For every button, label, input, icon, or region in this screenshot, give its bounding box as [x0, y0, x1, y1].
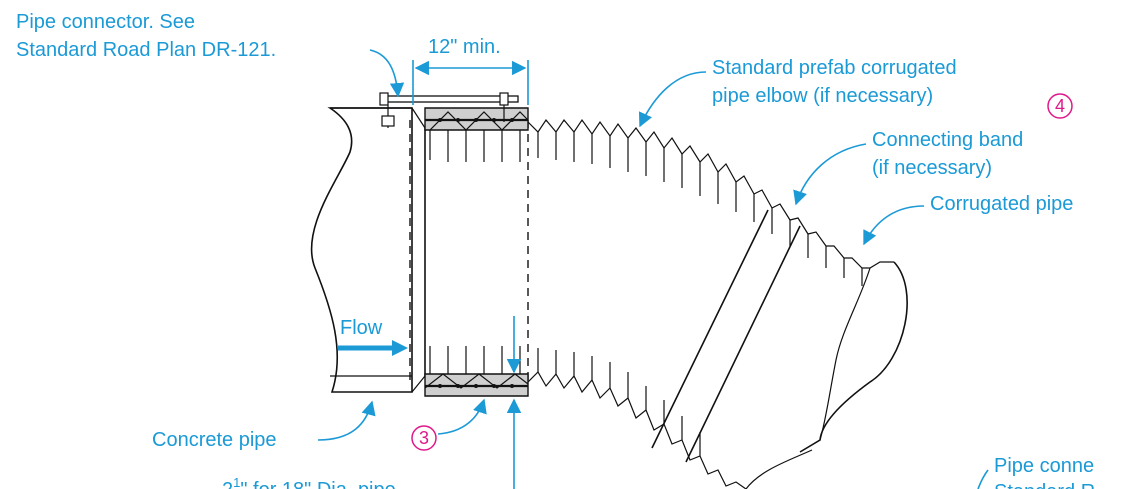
elbow-label-line2: pipe elbow (if necessary)	[712, 85, 933, 107]
connecting-band-leader	[793, 143, 867, 206]
concrete-pipe	[310, 107, 426, 393]
concrete-pipe-leader	[317, 400, 376, 441]
callout-3: 3	[411, 398, 487, 451]
flow-arrow-icon	[392, 340, 408, 356]
callout-4-number: 4	[1055, 96, 1065, 116]
bottom-dim-suffix: " for 18" Dia. pipe	[240, 479, 395, 489]
connecting-band-label-line1: Connecting band	[872, 129, 1023, 151]
callout-3-number: 3	[419, 428, 429, 448]
standard-right-label: Standard R	[994, 481, 1095, 489]
right-leader	[977, 469, 989, 489]
elbow-label-line1: Standard prefab corrugated	[712, 57, 957, 79]
elbow-leader	[638, 71, 707, 128]
bottom-connector	[424, 373, 529, 397]
bottom-dim-frac: 1	[233, 475, 240, 489]
pipe-connector-label-line2: Standard Road Plan DR-121.	[16, 39, 276, 61]
bottom-dim-prefix: 2	[222, 479, 233, 489]
dimension-12-min: 12" min.	[412, 36, 529, 105]
corrugated-elbow	[429, 118, 908, 489]
concrete-pipe-label: Concrete pipe	[152, 429, 277, 451]
corrugated-pipe-leader	[863, 205, 925, 246]
dimension-12-min-label: 12" min.	[428, 36, 501, 58]
callout-4: 4	[1047, 93, 1073, 119]
pipe-connector-right-label: Pipe conne	[994, 455, 1094, 477]
flow-label: Flow	[340, 317, 383, 339]
bottom-dim-label: 21" for 18" Dia. pipe	[222, 475, 396, 489]
pipe-connector-label-line1: Pipe connector. See	[16, 11, 195, 33]
pipe-connector-leader	[369, 49, 405, 98]
corrugated-pipe-label: Corrugated pipe	[930, 193, 1073, 215]
connecting-band-label-line2: (if necessary)	[872, 157, 992, 179]
top-connector	[379, 92, 529, 131]
